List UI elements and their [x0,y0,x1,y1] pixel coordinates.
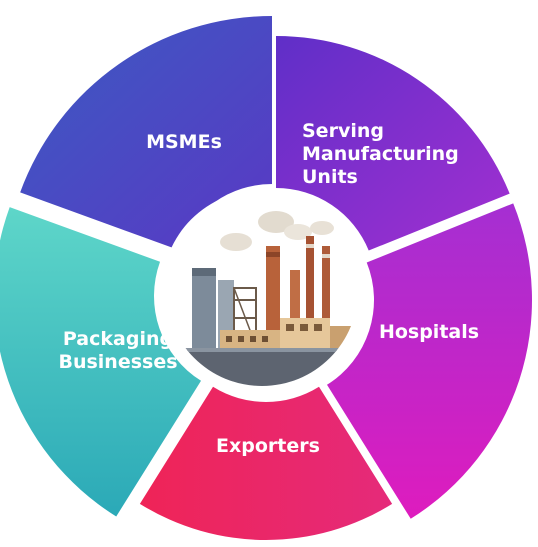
segment-msmes-label-line: MSMEs [146,131,222,153]
factory-icon [166,211,358,386]
segment-serving-manufacturing-units-label-line: Manufacturing [302,143,459,165]
segment-exporters-label-line: Exporters [216,435,320,457]
segment-packaging-businesses [0,207,202,517]
segment-exporters-label: Exporters [216,435,320,457]
segment-packaging-businesses-label-line: Packaging [63,328,173,350]
segment-packaging-businesses-label-line: Businesses [58,351,177,373]
segment-hospitals [326,203,532,519]
segment-serving-manufacturing-units [276,36,510,251]
segment-msmes-label: MSMEs [146,131,222,153]
segment-serving-manufacturing-units-label-line: Serving [302,120,384,142]
segment-hospitals-label: Hospitals [379,321,479,343]
segment-msmes [20,16,272,250]
segment-serving-manufacturing-units-label-line: Units [302,166,358,188]
segment-hospitals-label-line: Hospitals [379,321,479,343]
segments-layer [0,16,532,540]
center-hub [162,190,362,390]
segment-exporters [139,386,393,540]
